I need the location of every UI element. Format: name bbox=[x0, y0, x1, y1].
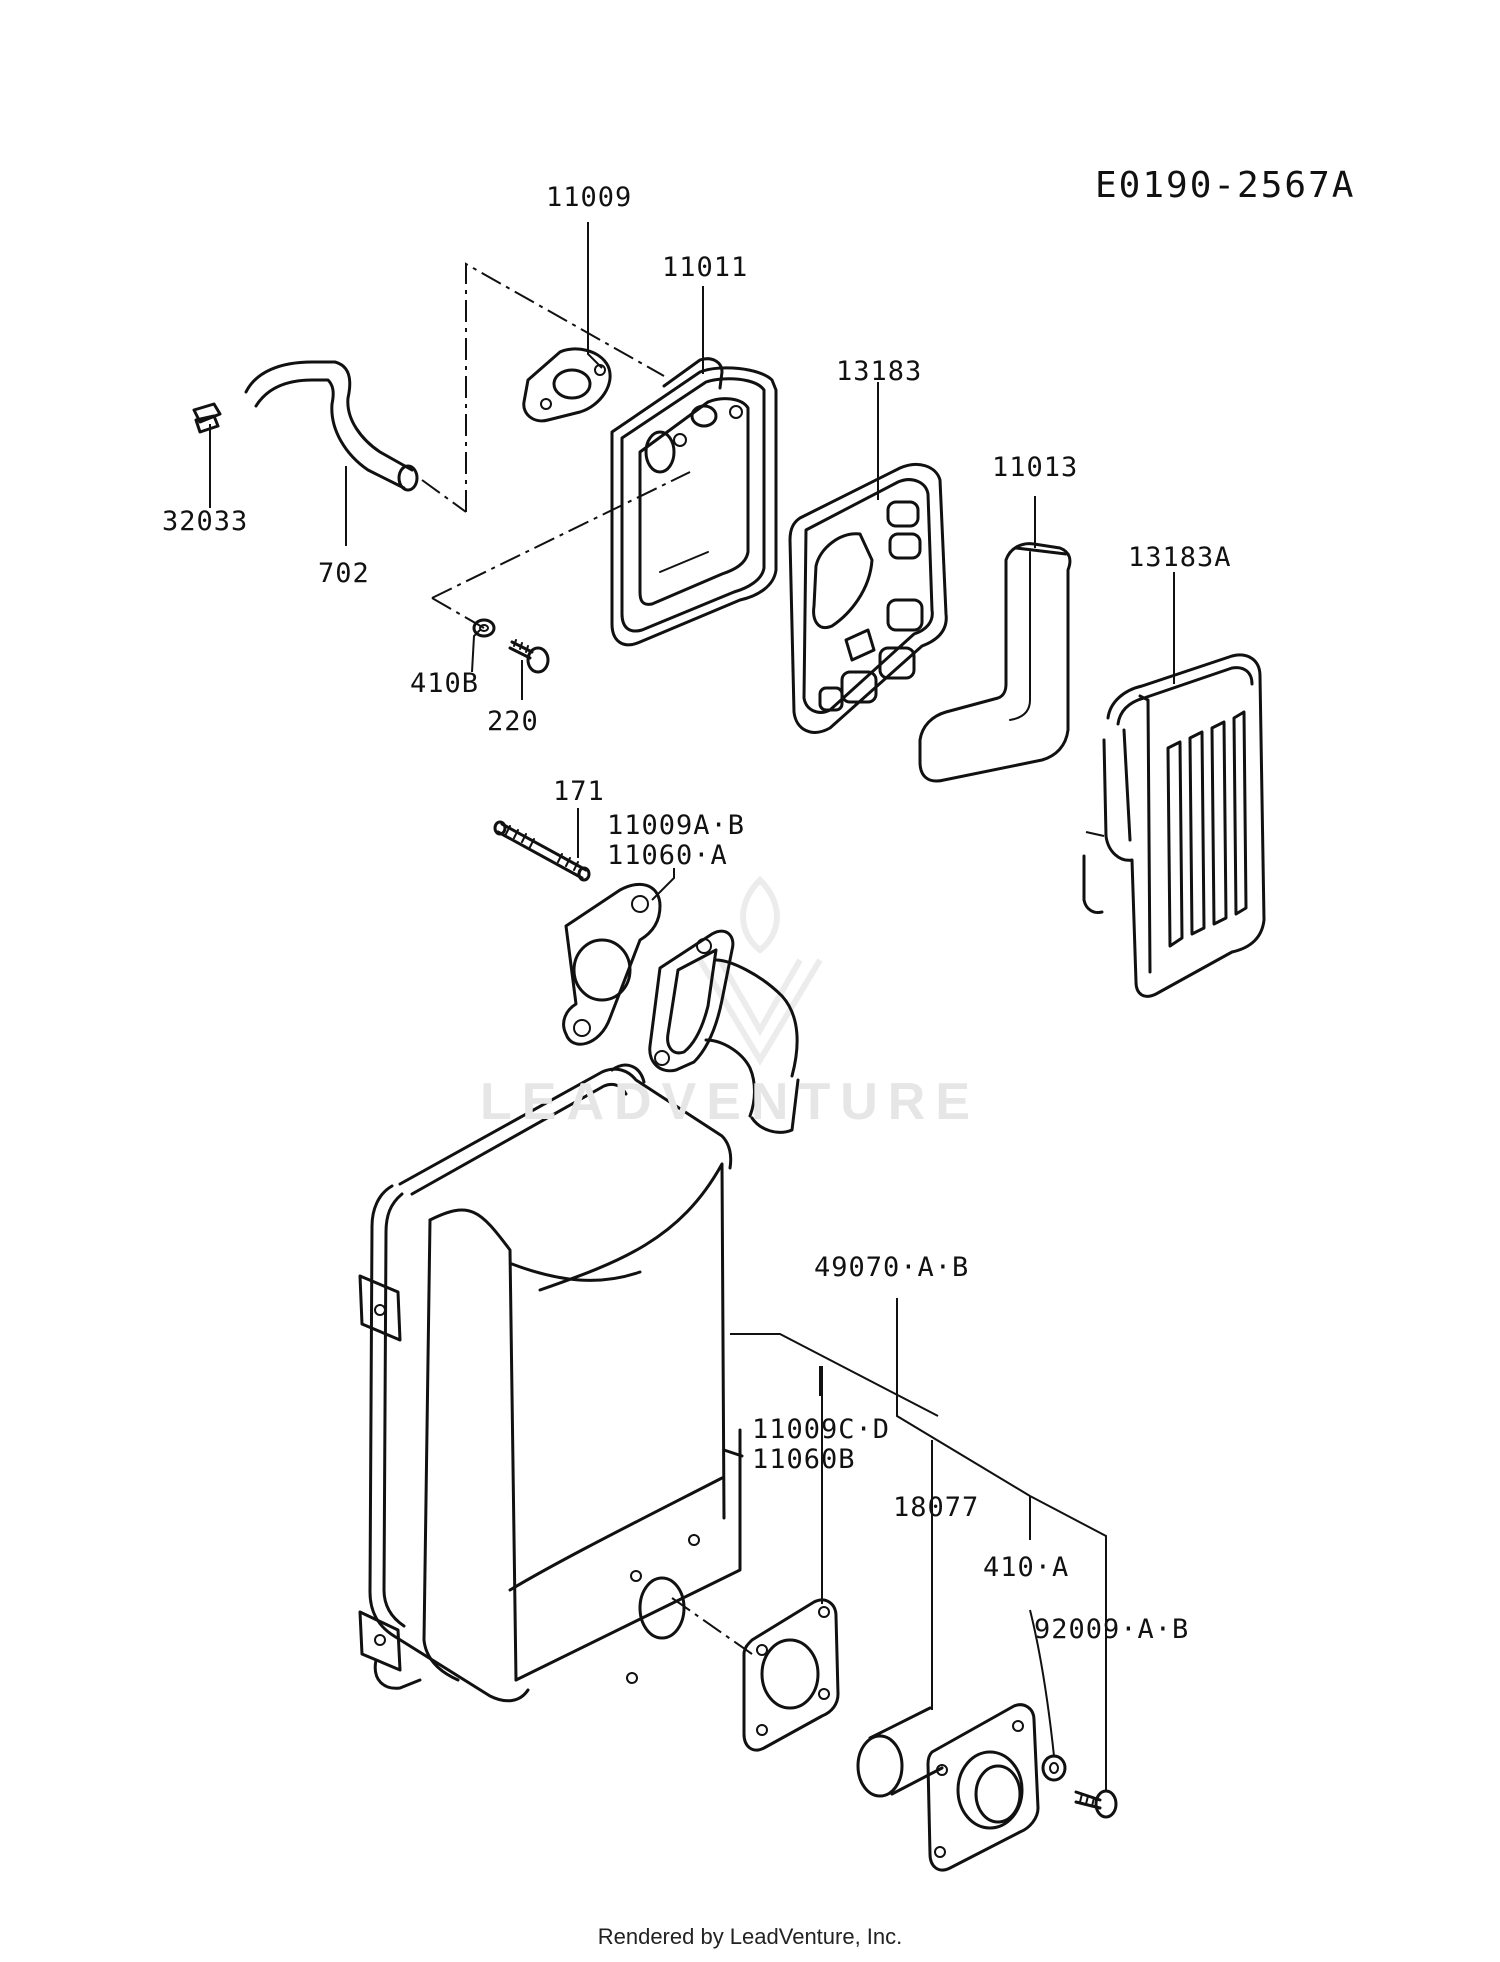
callout-92009AB[interactable]: 92009·A·B bbox=[1034, 1614, 1190, 1645]
stud-171[interactable] bbox=[493, 820, 591, 882]
breather-hose-702[interactable] bbox=[244, 360, 419, 492]
bolt-220[interactable] bbox=[508, 639, 550, 674]
callout-11060B[interactable]: 11060B bbox=[752, 1444, 856, 1475]
callout-11009AB[interactable]: 11009A·B bbox=[607, 810, 746, 841]
callout-11009[interactable]: 11009 bbox=[546, 182, 633, 213]
gasket-11009[interactable] bbox=[522, 347, 612, 423]
footer-credit: Rendered by LeadVenture, Inc. bbox=[597, 1924, 903, 1949]
callout-11013[interactable]: 11013 bbox=[992, 452, 1079, 483]
muffler-49070AB[interactable] bbox=[358, 1063, 744, 1703]
callout-702[interactable]: 702 bbox=[318, 558, 370, 589]
callout-11009CD[interactable]: 11009C·D bbox=[752, 1414, 891, 1445]
callout-49070AB[interactable]: 49070·A·B bbox=[814, 1252, 970, 1283]
watermark-text: LEADVENTURE bbox=[480, 1073, 981, 1131]
assembly-lines bbox=[421, 262, 1105, 1655]
callout-32033[interactable]: 32033 bbox=[162, 506, 249, 537]
watermark-logo bbox=[697, 875, 823, 1066]
washer-410A[interactable] bbox=[1041, 1754, 1067, 1782]
filter-element-13183[interactable] bbox=[788, 463, 948, 734]
muffler-inlet-pipe[interactable] bbox=[648, 929, 800, 1134]
leader-lines bbox=[209, 222, 1175, 1792]
gasket-11009AB[interactable] bbox=[562, 882, 662, 1046]
callout-171[interactable]: 171 bbox=[553, 776, 605, 807]
callout-410A[interactable]: 410·A bbox=[983, 1552, 1070, 1583]
callout-13183A[interactable]: 13183A bbox=[1128, 542, 1232, 573]
callout-11011[interactable]: 11011 bbox=[662, 252, 749, 283]
gasket-11009CD[interactable] bbox=[742, 1598, 840, 1752]
air-cleaner-base-11011[interactable] bbox=[610, 357, 778, 647]
drawing-id: E0190-2567A bbox=[1095, 165, 1356, 206]
callout-220[interactable]: 220 bbox=[487, 706, 539, 737]
bolt-92009AB[interactable] bbox=[1074, 1789, 1118, 1819]
washer-410B[interactable] bbox=[472, 618, 496, 638]
callout-18077[interactable]: 18077 bbox=[893, 1492, 980, 1523]
callout-410B[interactable]: 410B bbox=[410, 668, 480, 699]
callout-11060A[interactable]: 11060·A bbox=[607, 840, 728, 871]
foam-element-11013[interactable] bbox=[918, 542, 1072, 783]
spark-arrester-18077[interactable] bbox=[856, 1703, 1040, 1872]
callout-13183[interactable]: 13183 bbox=[836, 356, 923, 387]
air-cleaner-cover-13183A[interactable] bbox=[1082, 653, 1266, 998]
clip-32033[interactable] bbox=[192, 402, 222, 434]
